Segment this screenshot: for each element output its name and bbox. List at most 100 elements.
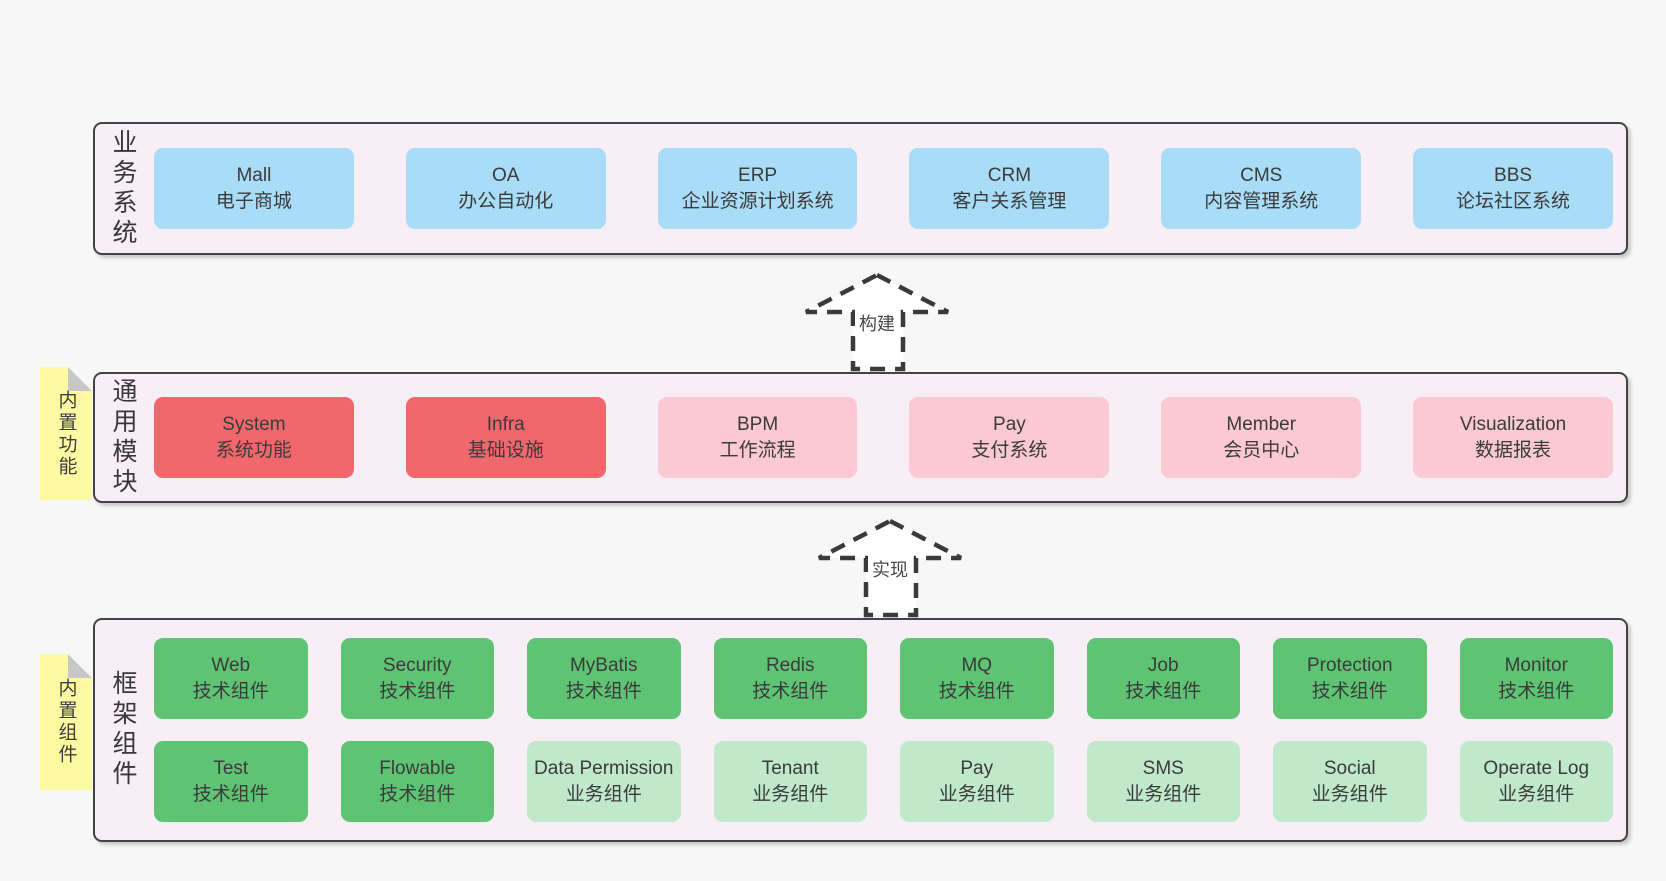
module-box-subtitle: 数据报表 [1475, 439, 1552, 461]
module-box-title: Test [213, 757, 249, 779]
module-box-subtitle: 业务组件 [1125, 783, 1202, 805]
module-box-subtitle: 技术组件 [1311, 680, 1388, 702]
module-box-protection: Protection 技术组件 [1273, 638, 1427, 719]
module-box-title: Operate Log [1483, 757, 1590, 779]
module-box-mybatis: MyBatis 技术组件 [527, 638, 681, 719]
band-framework-components-label: 框架组件 [109, 670, 137, 790]
module-box-title: Member [1226, 413, 1297, 435]
module-box-system: System 系统功能 [154, 397, 354, 478]
module-box-title: Flowable [379, 757, 456, 779]
module-box-title: Tenant [761, 757, 819, 779]
module-box-title: MyBatis [569, 654, 638, 676]
sticky-note-builtin-components: 内置组件 [40, 654, 92, 790]
module-box-subtitle: 客户关系管理 [952, 190, 1067, 212]
module-box-title: Protection [1306, 654, 1393, 676]
sticky-note-builtin-features-label: 内置功能 [55, 389, 77, 478]
module-box-title: System [222, 413, 286, 435]
module-box-subtitle: 业务组件 [1311, 783, 1388, 805]
module-box-mall: Mall 电子商城 [154, 148, 354, 229]
module-box-subtitle: 办公自动化 [458, 190, 554, 212]
sticky-note-builtin-components-label: 内置组件 [55, 678, 77, 766]
module-box-flowable: Flowable 技术组件 [340, 741, 494, 822]
module-box-title: Pay [993, 413, 1026, 435]
module-box-erp: ERP 企业资源计划系统 [657, 148, 858, 229]
module-box-infra: Infra 基础设施 [405, 397, 606, 478]
sticky-note-builtin-features: 内置功能 [40, 367, 92, 500]
module-box-bbs: BBS 论坛社区系统 [1413, 148, 1613, 229]
module-box-subtitle: 技术组件 [1498, 680, 1575, 702]
module-box-subtitle: 企业资源计划系统 [681, 190, 834, 212]
module-box-title: MQ [961, 654, 993, 676]
band-business-systems: 业务系统 Mall 电子商城 OA 办公自动化 ERP 企业资源计划系统 CRM 客户关系管理… [93, 122, 1628, 255]
module-box-visualization: Visualization 数据报表 [1413, 397, 1613, 478]
module-box-redis: Redis 技术组件 [713, 638, 867, 719]
band-business-systems-label: 业务系统 [109, 128, 137, 249]
module-box-title: Job [1147, 654, 1179, 676]
arrow-implement-label: 实现 [868, 555, 912, 583]
module-box-subtitle: 技术组件 [192, 680, 269, 702]
module-box-subtitle: 电子商城 [215, 190, 292, 212]
module-box-title: Security [382, 654, 452, 676]
module-box-subtitle: 技术组件 [752, 680, 829, 702]
module-box-title: Redis [765, 654, 815, 676]
module-box-subtitle: 业务组件 [565, 783, 642, 805]
module-box-sms: SMS 业务组件 [1086, 741, 1240, 822]
module-box-title: Social [1323, 757, 1376, 779]
band-business-systems-boxes: Mall 电子商城 OA 办公自动化 ERP 企业资源计划系统 CRM 客户关系管理 CMS 内容… [154, 124, 1613, 253]
module-box-title: CMS [1240, 164, 1283, 186]
arrow-implement: 实现 [815, 518, 965, 618]
band-common-modules-label: 通用模块 [109, 377, 137, 498]
module-box-subtitle: 业务组件 [938, 783, 1015, 805]
module-box-title: Web [211, 654, 251, 676]
module-box-title: ERP [738, 164, 778, 186]
module-box-data-permission: Data Permission 业务组件 [527, 741, 681, 822]
module-box-mq: MQ 技术组件 [900, 638, 1054, 719]
module-box-crm: CRM 客户关系管理 [909, 148, 1110, 229]
module-box-title: OA [492, 164, 520, 186]
module-box-title: Mall [236, 164, 272, 186]
module-box-title: Data Permission [534, 757, 674, 779]
module-box-subtitle: 技术组件 [379, 783, 456, 805]
module-box-operate-log: Operate Log 业务组件 [1459, 741, 1613, 822]
module-box-subtitle: 业务组件 [752, 783, 829, 805]
module-box-title: Monitor [1504, 654, 1568, 676]
module-box-subtitle: 基础设施 [467, 439, 544, 461]
module-box-subtitle: 技术组件 [379, 680, 456, 702]
arrow-build-label: 构建 [855, 309, 899, 337]
module-box-member: Member 会员中心 [1161, 397, 1362, 478]
module-box-subtitle: 技术组件 [1125, 680, 1202, 702]
module-box-title: BBS [1494, 164, 1533, 186]
module-box-job: Job 技术组件 [1086, 638, 1240, 719]
module-box-subtitle: 内容管理系统 [1204, 190, 1319, 212]
module-box-oa: OA 办公自动化 [405, 148, 606, 229]
module-box-social: Social 业务组件 [1273, 741, 1427, 822]
box-row: Mall 电子商城 OA 办公自动化 ERP 企业资源计划系统 CRM 客户关系管理 CMS 内容… [154, 148, 1613, 229]
module-box-title: Pay [960, 757, 994, 779]
module-box-title: CRM [987, 164, 1032, 186]
module-box-cms: CMS 内容管理系统 [1161, 148, 1362, 229]
module-box-subtitle: 业务组件 [1498, 783, 1575, 805]
module-box-subtitle: 会员中心 [1223, 439, 1300, 461]
module-box-subtitle: 论坛社区系统 [1456, 190, 1571, 212]
module-box-web: Web 技术组件 [154, 638, 308, 719]
arrow-build: 构建 [802, 272, 952, 372]
module-box-title: Visualization [1459, 413, 1567, 435]
module-box-title: SMS [1142, 757, 1184, 779]
module-box-title: Infra [486, 413, 525, 435]
module-box-security: Security 技术组件 [340, 638, 494, 719]
module-box-subtitle: 工作流程 [719, 439, 796, 461]
module-box-pay: Pay 业务组件 [900, 741, 1054, 822]
module-box-subtitle: 系统功能 [215, 439, 292, 461]
module-box-subtitle: 技术组件 [938, 680, 1015, 702]
module-box-monitor: Monitor 技术组件 [1459, 638, 1613, 719]
module-box-subtitle: 技术组件 [565, 680, 642, 702]
